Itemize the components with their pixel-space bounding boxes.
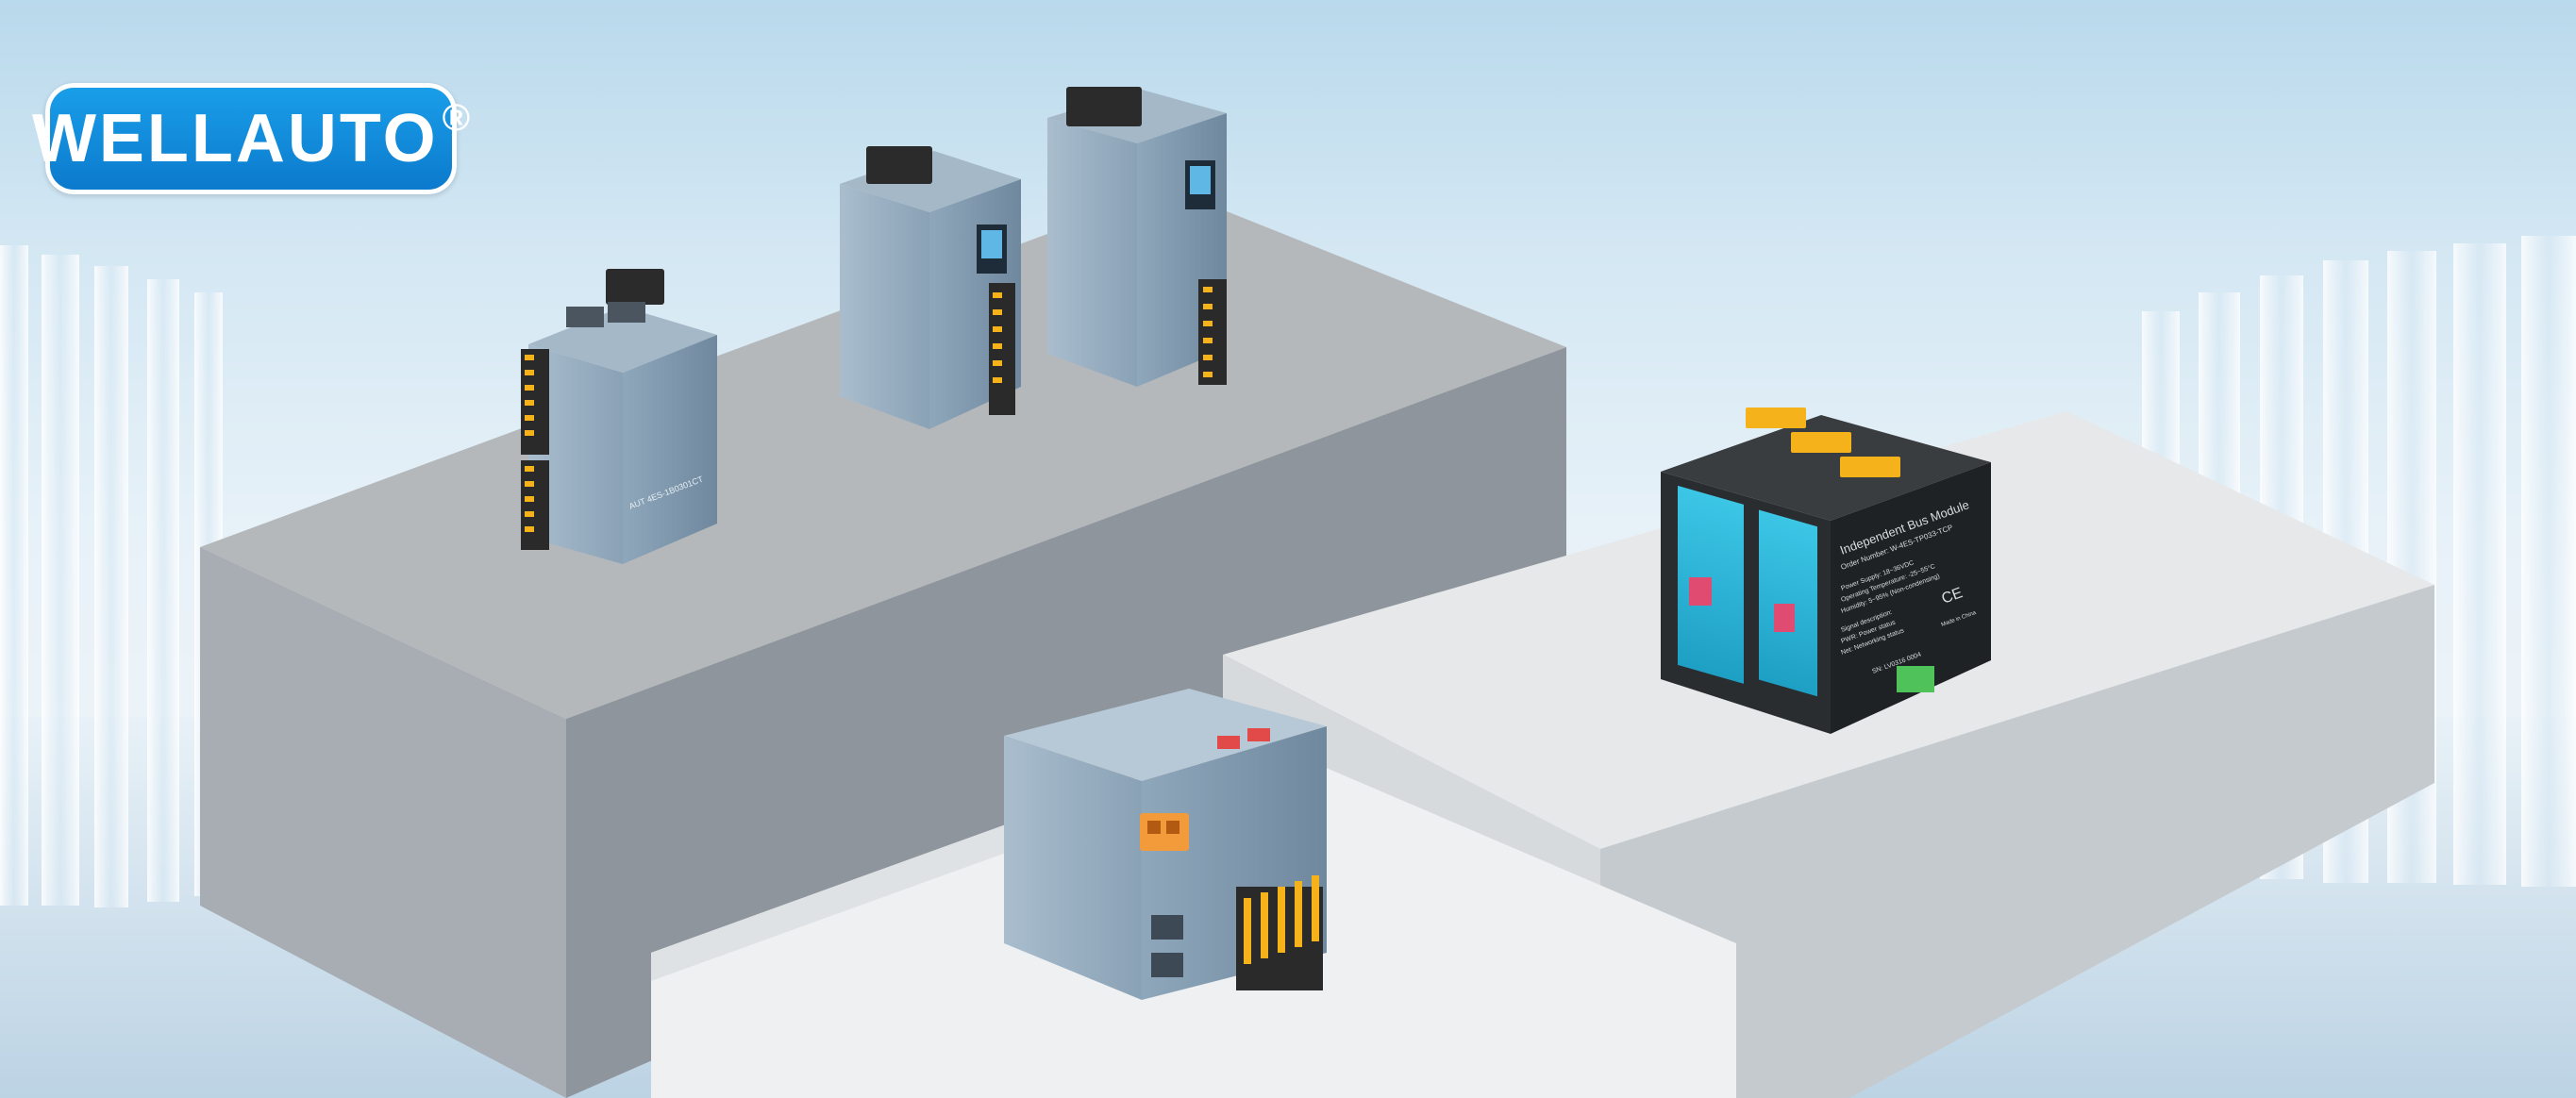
display-module-1 [840, 146, 1021, 429]
brand-name: WELLAUTO [31, 101, 439, 176]
independent-bus-module: Independent Bus Module Order Number: W-4… [1661, 408, 1991, 734]
io-module-left: AUT 4ES-1B0301CT [521, 269, 717, 564]
compact-controller [1004, 689, 1327, 1000]
brand-logo: WELLAUTO ® [32, 83, 470, 194]
display-module-2 [1047, 87, 1227, 387]
registered-mark: ® [442, 96, 471, 139]
bus-module-ce: CE [1940, 585, 1965, 607]
